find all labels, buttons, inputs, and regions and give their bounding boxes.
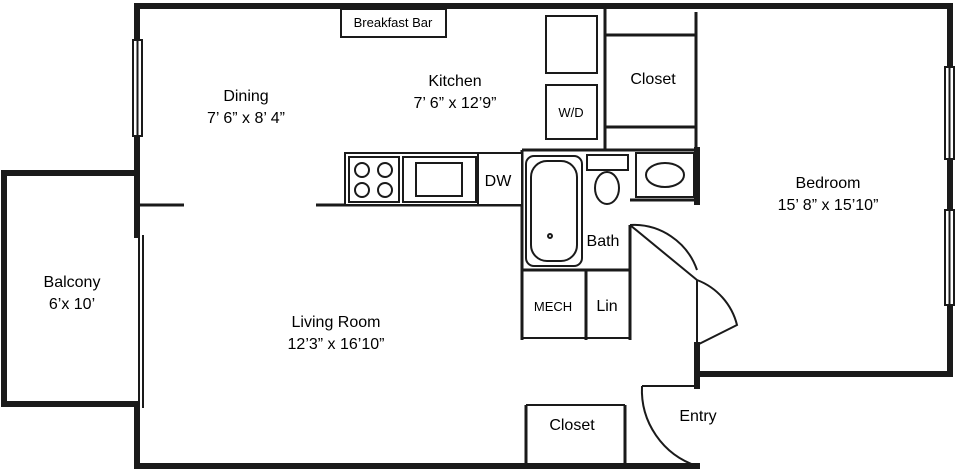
bath-sink-icon xyxy=(645,162,685,188)
washer-dryer-label: W/D xyxy=(558,105,583,120)
entry-label: Entry xyxy=(679,408,716,425)
linen-label: Lin xyxy=(596,298,617,315)
labels: Breakfast Bar Dining 7’ 6” x 8’ 4” Kitch… xyxy=(44,15,879,434)
breakfast-bar xyxy=(340,8,447,38)
living-room-name: Living Room xyxy=(292,314,381,331)
window-bedroom-upper xyxy=(944,66,955,160)
breakfast-bar-label: Breakfast Bar xyxy=(354,15,433,30)
bath-label: Bath xyxy=(587,233,620,250)
doors xyxy=(629,223,739,467)
dining-size: 7’ 6” x 8’ 4” xyxy=(207,110,285,127)
bedroom-name: Bedroom xyxy=(796,175,861,192)
dining-name: Dining xyxy=(223,88,268,105)
closet-kitchen-label: Closet xyxy=(630,71,676,88)
closet-entry-label: Closet xyxy=(549,417,595,434)
kitchen-fixtures xyxy=(340,8,598,206)
washer-dryer-box xyxy=(545,84,598,140)
sliding-door-balcony xyxy=(138,235,144,408)
dishwasher-label: DW xyxy=(485,173,513,190)
refrigerator-icon xyxy=(545,15,598,74)
bath-door xyxy=(629,223,698,281)
bedroom-door xyxy=(696,279,739,346)
kitchen-name: Kitchen xyxy=(428,73,481,90)
bath-fixtures xyxy=(525,152,695,267)
window-bedroom-lower xyxy=(944,209,955,306)
kitchen-size: 7’ 6” x 12’9” xyxy=(414,95,497,112)
entry-door xyxy=(640,385,698,467)
balcony-size: 6’x 10’ xyxy=(49,296,95,313)
window-dining xyxy=(132,39,143,137)
toilet-tank xyxy=(586,154,629,171)
toilet-icon xyxy=(594,171,620,205)
balcony-name: Balcony xyxy=(44,274,101,291)
exterior-walls xyxy=(1,3,953,469)
living-room-size: 12’3” x 16’10” xyxy=(288,336,385,353)
bedroom-size: 15’ 8” x 15’10” xyxy=(778,197,879,214)
mech-label: MECH xyxy=(534,299,572,314)
windows xyxy=(132,39,955,408)
